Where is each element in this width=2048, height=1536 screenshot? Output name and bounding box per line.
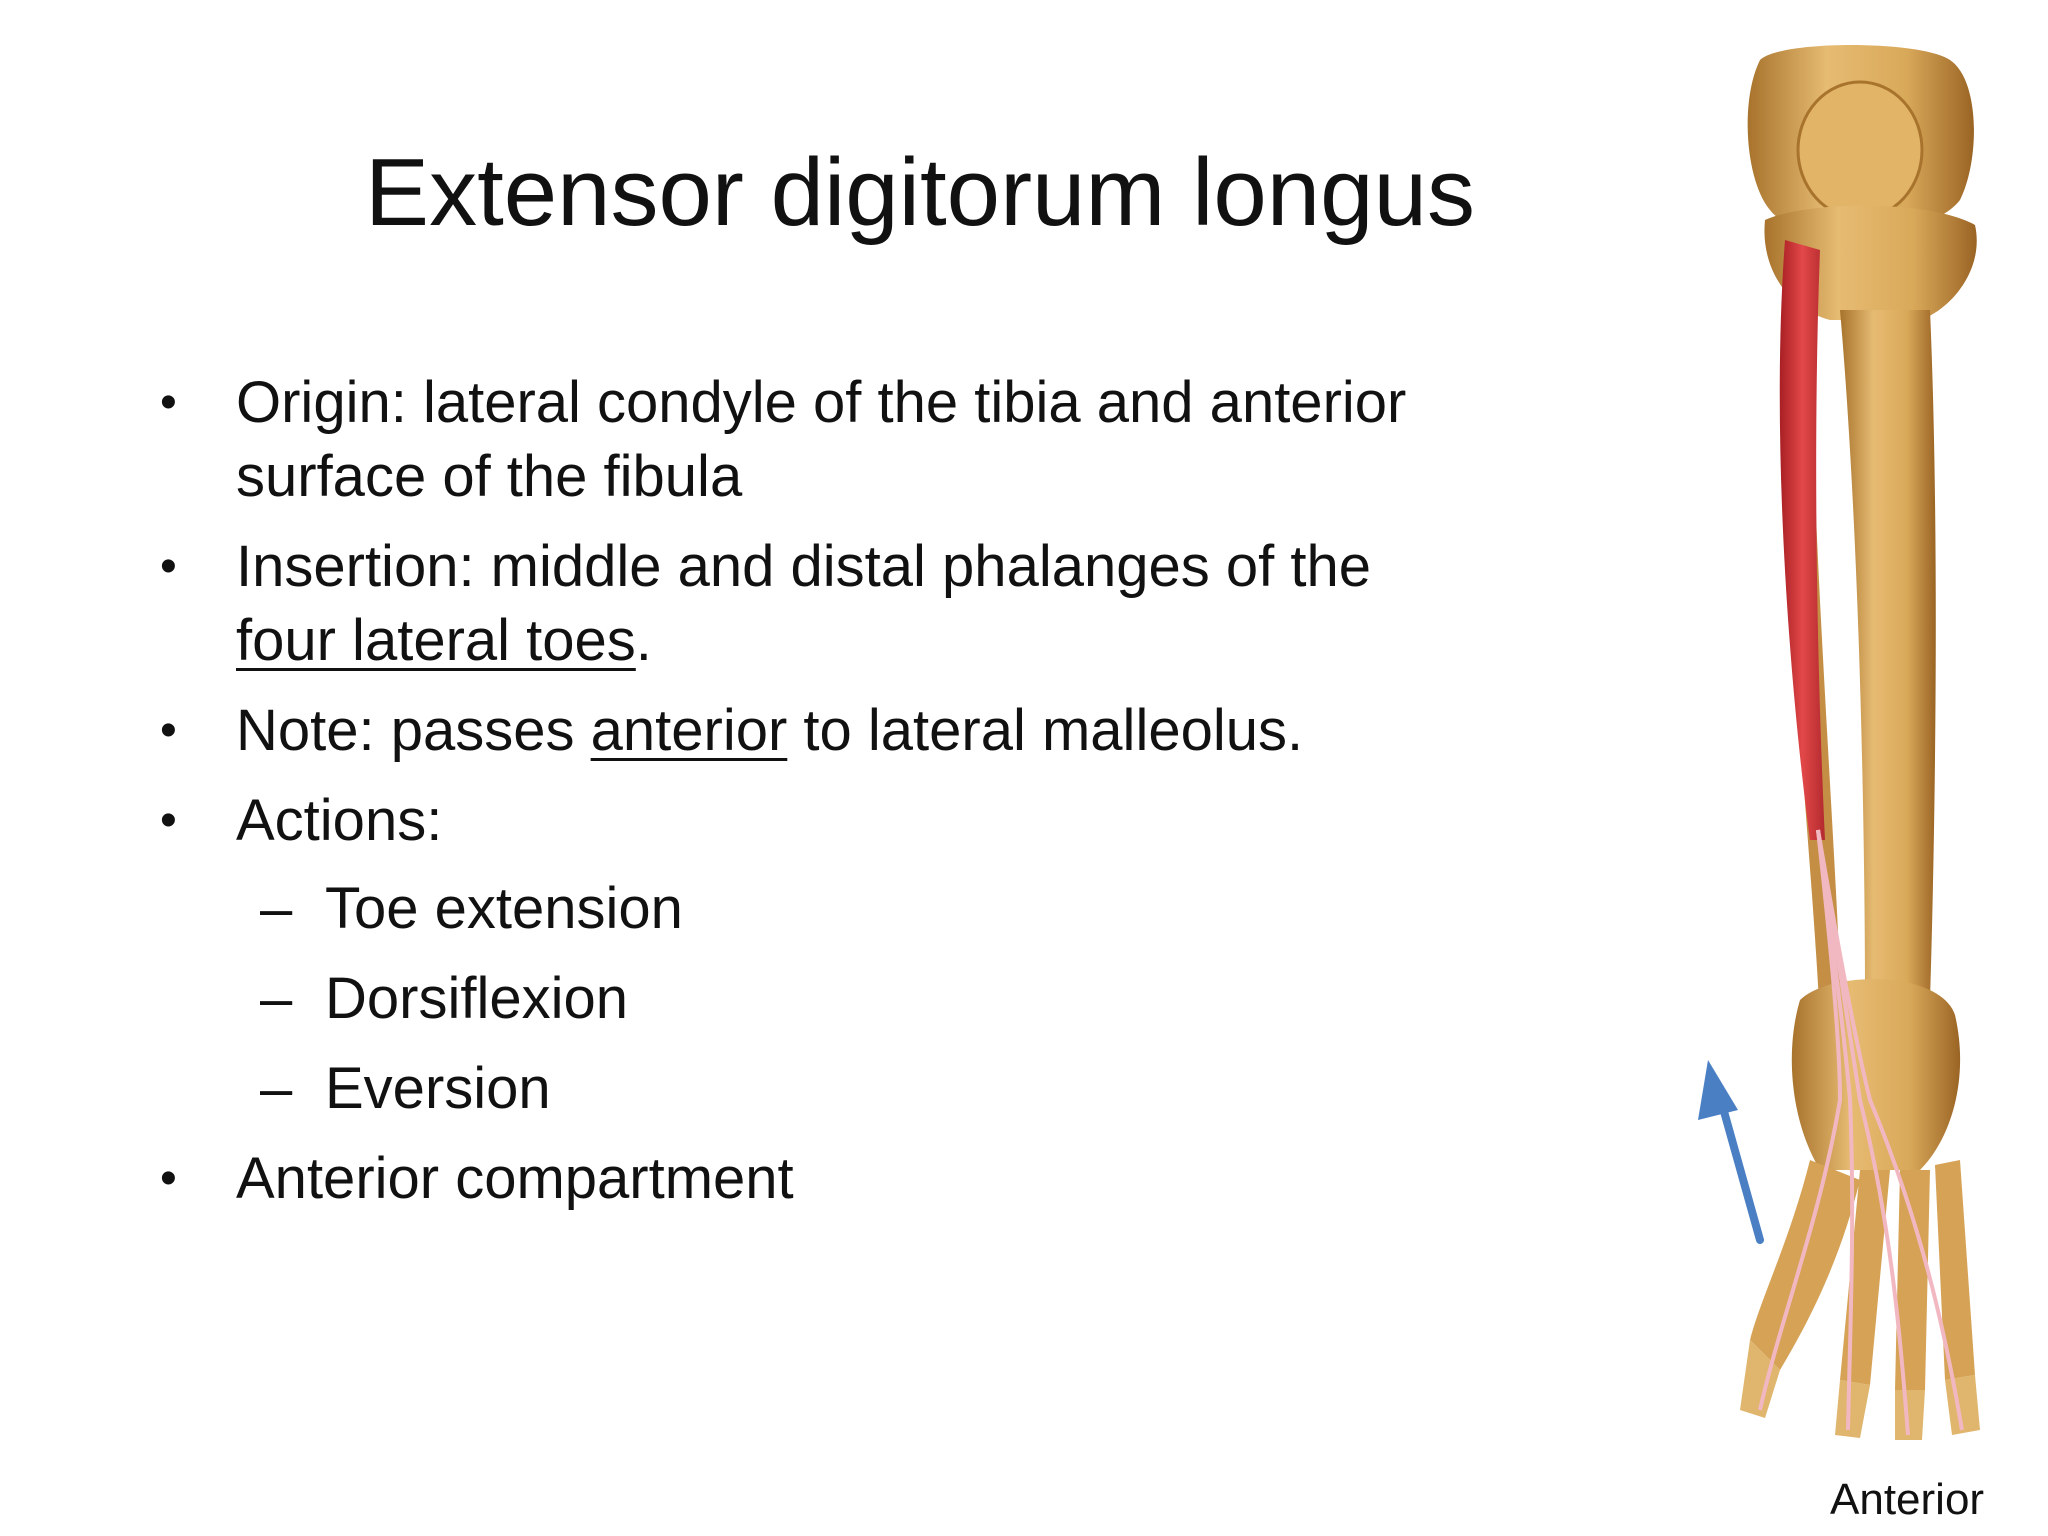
compartment-text: Anterior compartment: [236, 1146, 794, 1211]
note-prefix: Note: passes: [236, 698, 591, 763]
actions-label: Actions:: [236, 788, 443, 853]
edl-muscle-shape: [1779, 240, 1825, 840]
origin-text: Origin: lateral condyle of the tibia and…: [236, 370, 1407, 509]
action-item: – Toe extension: [160, 872, 1460, 946]
insertion-suffix: .: [635, 608, 652, 673]
patella-shape: [1796, 80, 1924, 220]
tibia-shaft-shape: [1840, 310, 1936, 1038]
action-item-text: Dorsiflexion: [325, 966, 628, 1031]
insertion-underlined: four lateral toes: [236, 608, 636, 673]
leg-anatomy-illustration: [1698, 45, 1980, 1440]
note-suffix: to lateral malleolus.: [787, 698, 1304, 763]
slide-title: Extensor digitorum longus: [365, 139, 1475, 246]
ankle-bones-shape: [1791, 979, 1961, 1170]
action-item: – Dorsiflexion: [160, 962, 1460, 1036]
bullet-actions: • Actions: – Toe extension – Dorsiflexio…: [160, 784, 1460, 1126]
dash-marker: –: [260, 876, 293, 941]
figure-caption: Anterior: [1830, 1475, 1985, 1524]
bullet-insertion: • Insertion: middle and distal phalanges…: [160, 530, 1460, 678]
dash-marker: –: [260, 1056, 293, 1121]
bullet-marker: •: [160, 376, 177, 429]
bullet-origin: • Origin: lateral condyle of the tibia a…: [160, 366, 1460, 514]
bullet-marker: •: [160, 794, 177, 847]
insertion-prefix: Insertion: middle and distal phalanges o…: [236, 534, 1371, 599]
action-item-text: Eversion: [325, 1056, 551, 1121]
bullet-compartment: • Anterior compartment: [160, 1142, 1460, 1216]
edl-tendons: [1758, 829, 1964, 1436]
actions-sub-list: – Toe extension – Dorsiflexion – Eversio…: [160, 872, 1460, 1126]
dash-marker: –: [260, 966, 293, 1031]
note-underlined: anterior: [590, 698, 788, 763]
metatarsals-shape: [1750, 1160, 1975, 1390]
bullet-marker: •: [160, 704, 177, 757]
bullet-marker: •: [160, 1152, 177, 1205]
bullet-marker: •: [160, 540, 177, 593]
action-item-text: Toe extension: [325, 876, 683, 941]
action-item: – Eversion: [160, 1052, 1460, 1126]
direction-arrow: [1698, 1060, 1764, 1244]
bullet-note: • Note: passes anterior to lateral malle…: [160, 694, 1460, 768]
bullet-list: • Origin: lateral condyle of the tibia a…: [160, 366, 1460, 1232]
toes-shape: [1740, 1340, 1980, 1440]
